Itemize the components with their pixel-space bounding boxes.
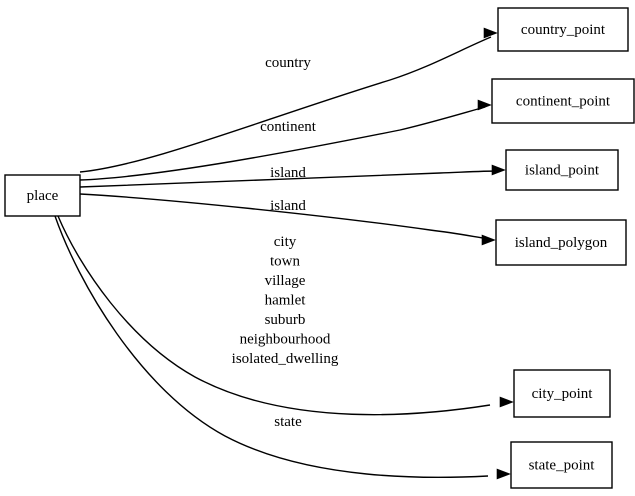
arrowhead-icon bbox=[499, 396, 514, 408]
edge-labels-layer: country continent island island city town vill… bbox=[232, 55, 339, 430]
edge-line bbox=[79, 170, 500, 188]
edge-label-island_polygon: island bbox=[270, 198, 306, 214]
edge-label-text: island bbox=[270, 165, 306, 181]
edge-label-continent_point: continent bbox=[260, 119, 317, 135]
edge-line bbox=[79, 193, 490, 240]
edge-line bbox=[57, 215, 491, 416]
node-state_point-box bbox=[510, 441, 613, 489]
node-country_point[interactable]: country_point bbox=[497, 7, 629, 52]
node-place-box bbox=[4, 174, 81, 217]
node-state_point[interactable]: state_point bbox=[510, 441, 613, 489]
node-state_point-label: state_point bbox=[529, 457, 596, 473]
edge-label-text: city bbox=[274, 234, 297, 250]
edge-label-text: town bbox=[270, 254, 301, 270]
node-island_point-label: island_point bbox=[525, 162, 600, 178]
edges-layer bbox=[54, 27, 514, 480]
edge-place-to-city_point bbox=[57, 215, 514, 416]
node-island_polygon-label: island_polygon bbox=[515, 235, 608, 251]
nodes-layer: place country_point continent_point island_… bbox=[4, 7, 635, 489]
node-island_polygon[interactable]: island_polygon bbox=[495, 219, 627, 266]
edge-line bbox=[79, 36, 492, 173]
node-island_polygon-box bbox=[495, 219, 627, 266]
arrowhead-icon bbox=[477, 99, 492, 111]
edge-label-text: isolated_dwelling bbox=[232, 351, 339, 367]
edge-line bbox=[79, 106, 486, 181]
arrowhead-icon bbox=[483, 27, 498, 39]
edge-label-text: island bbox=[270, 198, 306, 214]
node-continent_point[interactable]: continent_point bbox=[491, 78, 635, 124]
node-continent_point-label: continent_point bbox=[516, 93, 611, 109]
edge-label-text: country bbox=[265, 55, 311, 71]
edge-label-text: state bbox=[274, 414, 302, 430]
node-island_point-box bbox=[505, 149, 619, 191]
edge-label-island_point: island bbox=[270, 165, 306, 181]
edge-place-to-country_point bbox=[79, 27, 498, 173]
node-country_point-box bbox=[497, 7, 629, 52]
edge-label-text: neighbourhood bbox=[240, 332, 331, 348]
node-place[interactable]: place bbox=[4, 174, 81, 217]
arrowhead-icon bbox=[496, 468, 511, 480]
node-continent_point-box bbox=[491, 78, 635, 124]
edge-label-text: continent bbox=[260, 119, 317, 135]
edge-place-to-island_point bbox=[79, 164, 506, 188]
node-country_point-label: country_point bbox=[521, 22, 606, 38]
node-city_point-label: city_point bbox=[532, 386, 594, 402]
edge-place-to-continent_point bbox=[79, 99, 492, 181]
node-island_point[interactable]: island_point bbox=[505, 149, 619, 191]
edge-line bbox=[54, 215, 489, 479]
arrowhead-icon bbox=[491, 164, 506, 176]
node-city_point[interactable]: city_point bbox=[513, 369, 611, 418]
edge-label-state_point: state bbox=[274, 414, 302, 430]
node-place-label: place bbox=[27, 188, 59, 204]
edge-label-text: hamlet bbox=[265, 293, 307, 309]
edge-place-to-state_point bbox=[54, 215, 511, 480]
edge-label-country_point: country bbox=[265, 55, 311, 71]
edge-label-text: village bbox=[265, 273, 306, 289]
edge-label-city_point: city town village hamlet suburb neighbourhood… bbox=[232, 234, 339, 367]
edge-label-text: suburb bbox=[265, 312, 306, 328]
edge-place-to-island_polygon bbox=[79, 193, 496, 246]
arrowhead-icon bbox=[481, 234, 496, 246]
node-city_point-box bbox=[513, 369, 611, 418]
